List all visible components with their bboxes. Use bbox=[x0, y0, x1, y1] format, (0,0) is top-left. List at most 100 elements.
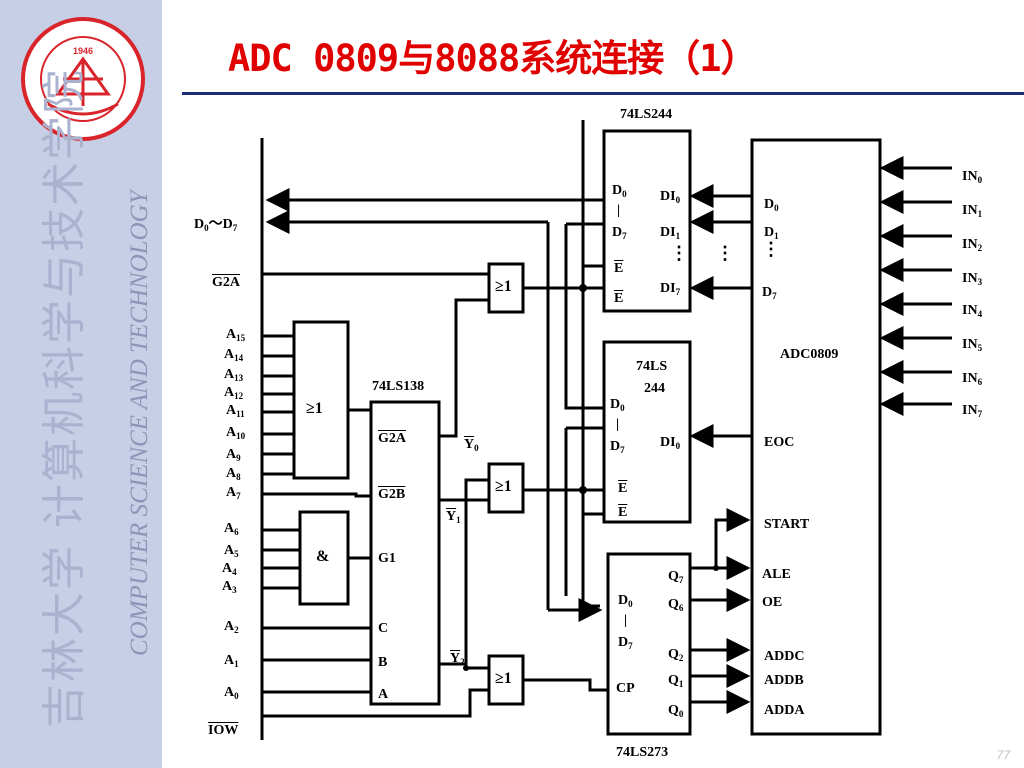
ls244-top-e2: E bbox=[614, 291, 624, 306]
addr-label-a7: A7 bbox=[226, 485, 241, 501]
page-number: 77 bbox=[996, 748, 1010, 762]
ls138-out-y1: Y1 bbox=[446, 509, 461, 525]
addr-label-a3: A3 bbox=[222, 579, 237, 595]
and-gate bbox=[298, 510, 350, 606]
university-logo: 1946 bbox=[21, 17, 145, 141]
or-gate-1 bbox=[487, 262, 525, 314]
addr-label-a9: A9 bbox=[226, 447, 241, 463]
or-gate-label-high: ≥1 bbox=[306, 400, 323, 417]
or-gate-1-label: ≥1 bbox=[495, 278, 512, 295]
ls244-top-di7: DI7 bbox=[660, 281, 681, 297]
data-bus-label: D0～D7 bbox=[194, 217, 238, 233]
ls273-q7: Q7 bbox=[668, 569, 684, 585]
ls244-mid-e1: E bbox=[618, 481, 628, 496]
addr-label-a5: A5 bbox=[224, 543, 239, 559]
ls244-top-di0: DI0 bbox=[660, 189, 681, 205]
adc-ale: ALE bbox=[762, 567, 791, 582]
ls244-mid-bar: | bbox=[616, 417, 620, 432]
ls244-mid-e2: E bbox=[618, 505, 628, 520]
svg-text:1946: 1946 bbox=[73, 46, 93, 56]
ls273-d7: D7 bbox=[618, 635, 633, 651]
chip-74ls138 bbox=[369, 400, 441, 706]
ls138-pin-g2a: G2A bbox=[378, 431, 406, 446]
ls273-q1: Q1 bbox=[668, 673, 684, 689]
or-gate-2-label: ≥1 bbox=[495, 478, 512, 495]
ls273-bar: | bbox=[624, 613, 628, 628]
ls138-pin-g2b: G2B bbox=[378, 487, 406, 502]
ls244-mid-di0: DI0 bbox=[660, 435, 681, 451]
label-74ls244-top: 74LS244 bbox=[620, 107, 673, 122]
ls273-q2: Q2 bbox=[668, 647, 684, 663]
adc-dots: ⋮ bbox=[762, 239, 780, 259]
or-gate-2 bbox=[487, 462, 525, 514]
addr-label-a11: A11 bbox=[226, 403, 245, 419]
addr-label-a2: A2 bbox=[224, 619, 239, 635]
ls138-pin-c: C bbox=[378, 621, 389, 636]
ls138-pin-g1: G1 bbox=[378, 551, 396, 566]
ls273-q0: Q0 bbox=[668, 703, 684, 719]
chip-74ls273 bbox=[606, 552, 692, 736]
input-in2: IN2 bbox=[962, 237, 983, 253]
chip-adc0809 bbox=[750, 138, 882, 736]
or-gate-3 bbox=[487, 654, 525, 706]
ls138-pin-b: B bbox=[378, 655, 388, 670]
label-74ls244-mid-2: 244 bbox=[644, 381, 665, 396]
input-in3: IN3 bbox=[962, 271, 983, 287]
adc-oe: OE bbox=[762, 595, 783, 610]
label-74ls244-mid-1: 74LS bbox=[636, 359, 668, 374]
adc-addc: ADDC bbox=[764, 649, 805, 664]
ls244-top-d0: D0 bbox=[612, 183, 627, 199]
ls273-cp: CP bbox=[616, 681, 635, 696]
or-gate-address-high bbox=[292, 320, 350, 480]
addr-label-a14: A14 bbox=[224, 347, 244, 363]
input-in0: IN0 bbox=[962, 169, 983, 185]
addr-label-a1: A1 bbox=[224, 653, 239, 669]
addr-label-a15: A15 bbox=[226, 327, 246, 343]
input-in6: IN6 bbox=[962, 371, 983, 387]
adc-d7: D7 bbox=[762, 285, 777, 301]
adc-start: START bbox=[764, 517, 810, 532]
ls244-top-e1: E bbox=[614, 261, 624, 276]
adc-adda: ADDA bbox=[764, 703, 805, 718]
adc-addb: ADDB bbox=[764, 673, 804, 688]
adc-d1: D1 bbox=[764, 225, 779, 241]
data-bus-arrow-1 bbox=[265, 120, 585, 212]
input-in7: IN7 bbox=[962, 403, 983, 419]
label-adc0809: ADC0809 bbox=[780, 347, 839, 362]
addr-label-a6: A6 bbox=[224, 521, 239, 537]
ls244-mid-d0: D0 bbox=[610, 397, 625, 413]
ls244-top-d7: D7 bbox=[612, 225, 627, 241]
addr-label-a13: A13 bbox=[224, 367, 244, 383]
addr-label-a10: A10 bbox=[226, 425, 246, 441]
chip-74ls244-mid bbox=[602, 340, 692, 524]
ls244-top-bar: | bbox=[617, 203, 621, 218]
adc-d0: D0 bbox=[764, 197, 779, 213]
iow-signal-label: IOW bbox=[208, 723, 239, 738]
ls273-d0: D0 bbox=[618, 593, 633, 609]
or-gate-3-label: ≥1 bbox=[495, 670, 512, 687]
sidebar: 1946 吉林大学 计算机科学与技术学院 COMPUTER SCIENCE AN… bbox=[0, 0, 162, 768]
addr-label-a4: A4 bbox=[222, 561, 237, 577]
adc-eoc: EOC bbox=[764, 435, 795, 450]
label-74ls138: 74LS138 bbox=[372, 379, 425, 394]
and-gate-label: & bbox=[316, 548, 330, 565]
ls138-out-y0: Y0 bbox=[464, 437, 479, 453]
ls138-pin-a: A bbox=[378, 687, 389, 702]
g2a-signal-label: G2A bbox=[212, 275, 240, 290]
label-74ls273: 74LS273 bbox=[616, 745, 669, 760]
addr-label-a0: A0 bbox=[224, 685, 239, 701]
addr-label-a8: A8 bbox=[226, 466, 241, 482]
ls244-top-di1: DI1 bbox=[660, 225, 681, 241]
input-in4: IN4 bbox=[962, 303, 983, 319]
input-in1: IN1 bbox=[962, 203, 983, 219]
ls244-top-dots: ⋮ bbox=[670, 243, 688, 263]
slide-title: ADC 0809与8088系统连接（1） bbox=[228, 37, 758, 80]
input-in5: IN5 bbox=[962, 337, 983, 353]
ls244-mid-d7: D7 bbox=[610, 439, 625, 455]
bus-dots: ⋮ bbox=[716, 243, 734, 263]
ls273-q6: Q6 bbox=[668, 597, 684, 613]
title-underline bbox=[182, 92, 1024, 95]
addr-label-a12: A12 bbox=[224, 385, 244, 401]
ls138-out-y2: Y2 bbox=[450, 651, 465, 667]
